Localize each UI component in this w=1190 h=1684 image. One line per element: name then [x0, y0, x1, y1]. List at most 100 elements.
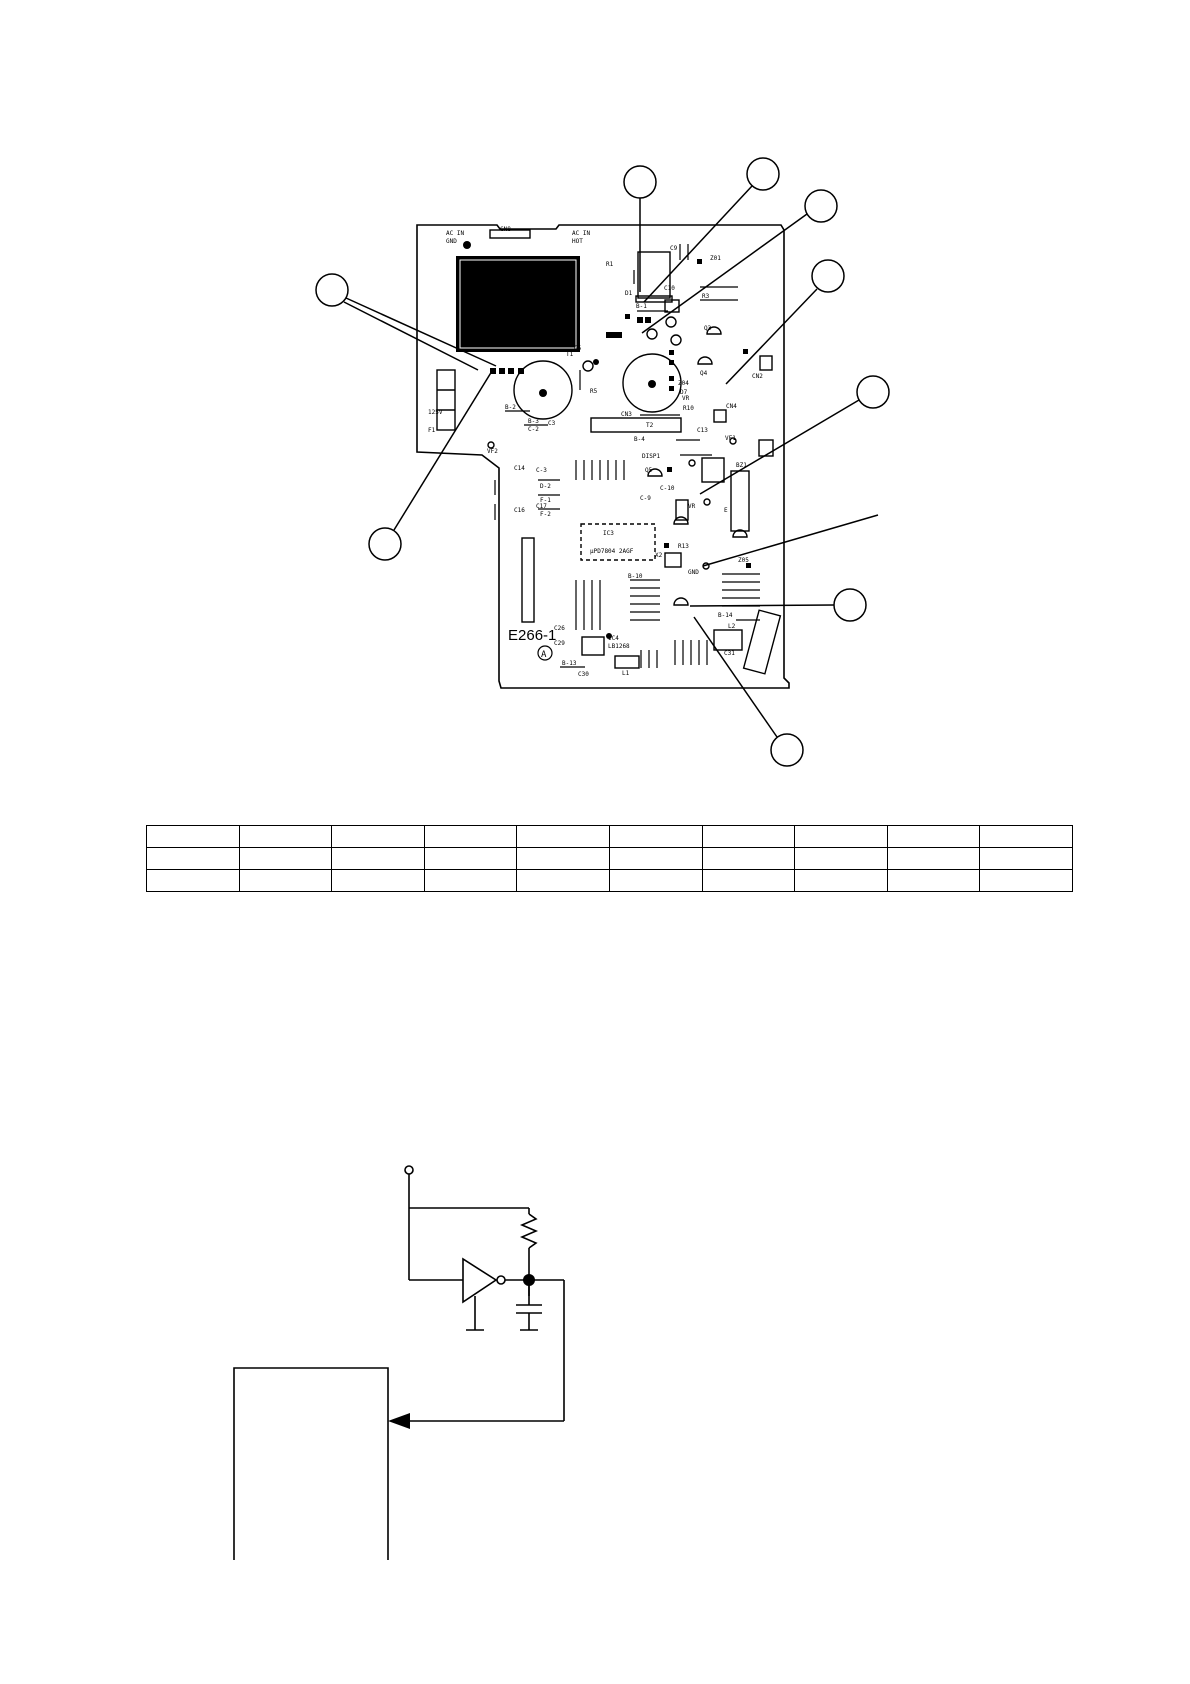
silk-b10: B-10 [628, 573, 643, 580]
table-cell [701, 847, 796, 870]
table-cell [516, 869, 610, 892]
table-row [146, 847, 1073, 870]
silk-d7: D7 [680, 389, 688, 396]
coil-l1 [614, 655, 640, 669]
table-cell [238, 869, 333, 892]
table-cell [146, 869, 240, 892]
table-cell [238, 825, 333, 848]
table-row [146, 869, 1073, 892]
silk-vf2: VF2 [487, 448, 498, 455]
silk-b4: B-4 [634, 436, 645, 443]
silk-b1: B-1 [636, 303, 647, 310]
silk-z05: Z05 [738, 557, 749, 564]
callout-circle-2 [746, 157, 780, 191]
table-cell [886, 847, 981, 870]
silk-hot: HOT [572, 238, 583, 245]
ic3-outline [580, 523, 656, 561]
silk-c13: C13 [697, 427, 708, 434]
table-cell [331, 847, 425, 870]
silk-c29: C29 [554, 640, 565, 647]
silk-e: E [724, 507, 728, 514]
silk-c31: C31 [724, 650, 735, 657]
table-cell [516, 847, 610, 870]
silk-z01: Z01 [710, 255, 721, 262]
reference-table [146, 825, 1073, 892]
silk-gnd2: GND [688, 569, 699, 576]
callout-circle-9 [770, 733, 804, 767]
table-cell [516, 825, 610, 848]
connector-cn8 [489, 229, 531, 239]
table-cell [886, 869, 981, 892]
inverter-gate [462, 1257, 498, 1304]
silk-f1: F1 [428, 427, 436, 434]
table-cell [238, 847, 333, 870]
silk-f1lbl: F-1 [540, 497, 551, 504]
silk-b3: B-3 [528, 418, 539, 425]
capacitor-c3 [513, 360, 573, 420]
table-cell [701, 869, 796, 892]
silk-cn8: CN8 [500, 226, 511, 233]
table-cell [979, 847, 1073, 870]
silk-gnd: GND [446, 238, 457, 245]
silk-f2lbl: F-2 [540, 511, 551, 518]
silk-l2: L2 [728, 623, 736, 630]
silk-ic3: IC3 [603, 530, 614, 537]
buzzer-bz1 [730, 470, 750, 532]
silk-r3: R3 [702, 293, 710, 300]
silk-c3lbl: C-3 [536, 467, 547, 474]
silk-c17: C17 [536, 503, 547, 510]
table-row [146, 825, 1073, 848]
silk-t2: T2 [646, 422, 654, 429]
inverter-bubble [496, 1275, 506, 1285]
table-cell [423, 825, 518, 848]
silk-c30: C30 [578, 671, 589, 678]
silk-q5: Q5 [645, 467, 653, 474]
silk-ic4-part: LB1268 [608, 643, 630, 650]
callout-circle-1 [623, 165, 657, 199]
silk-vr: VR [682, 395, 690, 402]
input-arrow [388, 1413, 410, 1429]
circuit-schematic [233, 1165, 565, 1560]
supply-terminal [404, 1165, 414, 1175]
silk-c10: C10 [664, 285, 675, 292]
silk-z04: Z04 [678, 380, 689, 387]
silk-r13: R13 [678, 543, 689, 550]
silk-x2: X2 [655, 552, 663, 559]
silk-cn2: CN2 [752, 373, 763, 380]
silk-q3: Q3 [704, 325, 712, 332]
connector-cn3 [590, 417, 682, 433]
callout-circle-4 [315, 273, 349, 307]
table-cell [979, 869, 1073, 892]
silk-cn3: CN3 [621, 411, 632, 418]
silk-ac-in-gnd: AC IN [446, 230, 464, 237]
silk-c9lbl: C-9 [640, 495, 651, 502]
silk-r5: R5 [590, 388, 598, 395]
callout-circle-8 [833, 588, 867, 622]
receiver-block [233, 1367, 389, 1560]
table-cell [331, 869, 425, 892]
silk-b14: B-14 [718, 612, 733, 619]
table-cell [886, 825, 981, 848]
silk-c16: C16 [514, 507, 525, 514]
silk-wt: VR [688, 503, 696, 510]
pcb-outline [416, 224, 790, 689]
board-code: E266-1 [508, 627, 556, 644]
silk-disp1: DISP1 [642, 453, 660, 460]
silk-cn4: CN4 [726, 403, 737, 410]
table-cell [608, 869, 703, 892]
silk-fuse: 125V [428, 409, 443, 416]
silk-vf1: VF1 [725, 435, 736, 442]
silk-q4: Q4 [700, 370, 708, 377]
pcb-layout-diagram: AC IN GND CN8 AC IN HOT T1 T2 C3 C5 C13 … [315, 157, 890, 767]
table-cell [794, 869, 888, 892]
table-cell [608, 825, 703, 848]
table-cell [423, 869, 518, 892]
silk-b13: B-13 [562, 660, 577, 667]
silk-r1: R1 [606, 261, 614, 268]
silk-l1: L1 [622, 670, 630, 677]
silk-c9: C9 [670, 245, 678, 252]
silk-c10lbl: C-10 [660, 485, 675, 492]
connector-lower-right [742, 609, 782, 675]
table-cell [794, 825, 888, 848]
